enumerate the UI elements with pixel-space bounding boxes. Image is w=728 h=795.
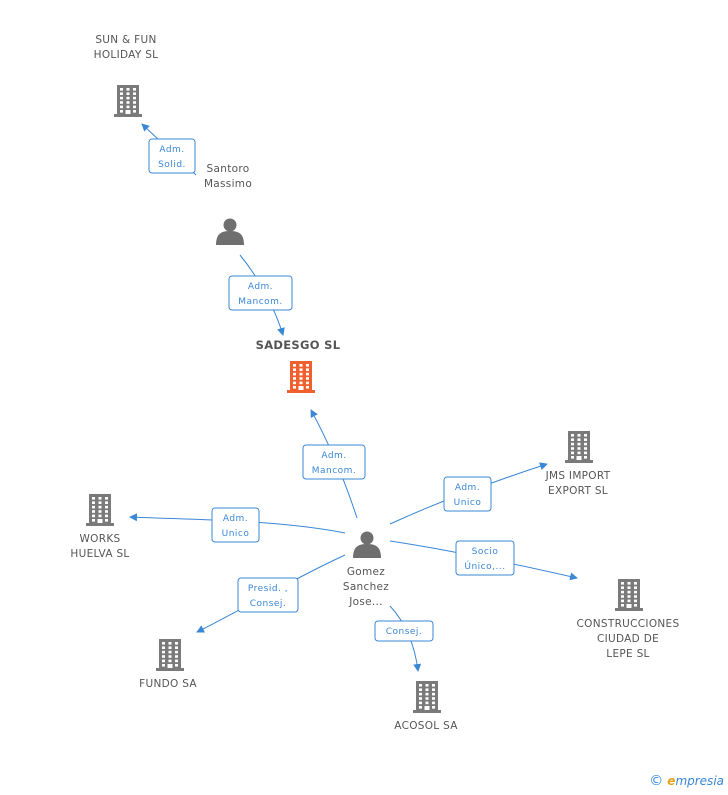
edge-label-text: Socio — [472, 547, 499, 557]
edge-label-frame — [302, 444, 366, 480]
node-sadesgo[interactable]: SADESGO SL — [256, 338, 341, 393]
edge-gomez-acosol: Consej. — [374, 605, 434, 672]
edge-santoro-sadesgo: Adm. Mancom. — [228, 254, 293, 336]
node-gomez[interactable]: GomezSanchezJose... — [343, 531, 389, 609]
node-label: SADESGO SL — [256, 338, 341, 352]
node-label: ACOSOL SA — [394, 720, 458, 732]
edge-label-text: Solid. — [158, 160, 186, 170]
building-icon — [86, 494, 114, 526]
building-icon — [565, 431, 593, 463]
node-fundo[interactable]: FUNDO SA — [139, 639, 197, 690]
edge-label-text: Presid. , — [248, 584, 288, 594]
edge-label-box[interactable]: Adm. Mancom. — [302, 444, 366, 480]
edge-gomez-construcciones: SocioÚnico,... — [389, 540, 578, 581]
node-label: HUELVA SL — [70, 548, 129, 560]
edge-label-text: Adm. — [321, 451, 346, 461]
edge-label-text: Adm. — [455, 483, 480, 493]
edge-label-text: Mancom. — [238, 297, 283, 307]
node-label: Massimo — [204, 178, 252, 190]
brand-initial: e — [667, 774, 676, 788]
person-icon — [216, 218, 244, 245]
edge-label-box[interactable]: Consej. — [374, 620, 434, 642]
node-sunfun[interactable]: SUN & FUN HOLIDAY SL — [94, 34, 159, 117]
edge-label-box[interactable]: Adm. Unico — [443, 476, 492, 512]
node-label: WORKS — [80, 533, 121, 545]
edge-label-text: Adm. — [159, 145, 184, 155]
edge-label-text: Consej. — [250, 599, 287, 609]
building-icon — [156, 639, 184, 671]
node-label: EXPORT SL — [548, 485, 608, 497]
edge-label-text: Adm. — [248, 282, 273, 292]
edge-label-frame — [237, 577, 299, 613]
edge-label-box[interactable]: Presid. , Consej. — [237, 577, 299, 613]
node-label: Sanchez — [343, 581, 389, 593]
edge-label-text: Único,... — [464, 560, 505, 572]
edge-label-frame — [443, 476, 492, 512]
node-jms[interactable]: JMS IMPORT EXPORT SL — [545, 431, 611, 497]
edge-label-frame — [148, 138, 196, 174]
node-label: SUN & FUN — [95, 34, 156, 46]
node-label: CIUDAD DE — [597, 633, 659, 645]
edge-label-text: Unico — [454, 498, 482, 508]
edge-label-frame — [228, 275, 293, 311]
edge-label-box[interactable]: SocioÚnico,... — [455, 540, 515, 576]
node-label: Santoro — [207, 163, 250, 175]
node-label: LEPE SL — [606, 648, 649, 660]
edge-label-frame — [374, 620, 434, 642]
node-works[interactable]: WORKS HUELVA SL — [70, 494, 129, 560]
edge-label-box[interactable]: Adm. Mancom. — [228, 275, 293, 311]
edge-label-box[interactable]: Adm. Solid. — [148, 138, 196, 174]
node-construcciones[interactable]: CONSTRUCCIONES CIUDAD DE LEPE SL — [577, 579, 680, 660]
node-label: FUNDO SA — [139, 678, 197, 690]
edge-gomez-sadesgo: Adm. Mancom. — [302, 409, 366, 519]
edge-label-box[interactable]: Adm. Unico — [211, 507, 260, 543]
node-label: CONSTRUCCIONES — [577, 618, 680, 630]
building-icon — [413, 681, 441, 713]
person-icon — [353, 531, 381, 558]
edge-gomez-works: Adm. Unico — [129, 507, 346, 543]
edge-label-text: Adm. — [223, 514, 248, 524]
brand-name: mpresia — [675, 774, 724, 788]
edge-gomez-fundo: Presid. , Consej. — [196, 554, 346, 633]
building-icon — [114, 85, 142, 117]
edge-santoro-sunfun: Adm. Solid. — [141, 123, 197, 176]
node-label: JMS IMPORT — [545, 470, 611, 482]
edge-label-frame — [211, 507, 260, 543]
node-acosol[interactable]: ACOSOL SA — [394, 681, 458, 732]
footer-brand: ©empresia — [649, 773, 724, 789]
building-icon — [615, 579, 643, 611]
node-label: Jose... — [348, 596, 383, 608]
edge-gomez-jms: Adm. Unico — [389, 462, 548, 525]
node-label: HOLIDAY SL — [94, 49, 159, 61]
node-label: Gomez — [347, 566, 385, 578]
building-icon — [287, 361, 315, 393]
edge-label-frame — [455, 540, 515, 576]
copyright-icon: © — [649, 773, 664, 789]
edge-label-text: Unico — [222, 529, 250, 539]
edge-label-text: Consej. — [386, 627, 423, 637]
edge-label-text: Mancom. — [312, 466, 357, 476]
